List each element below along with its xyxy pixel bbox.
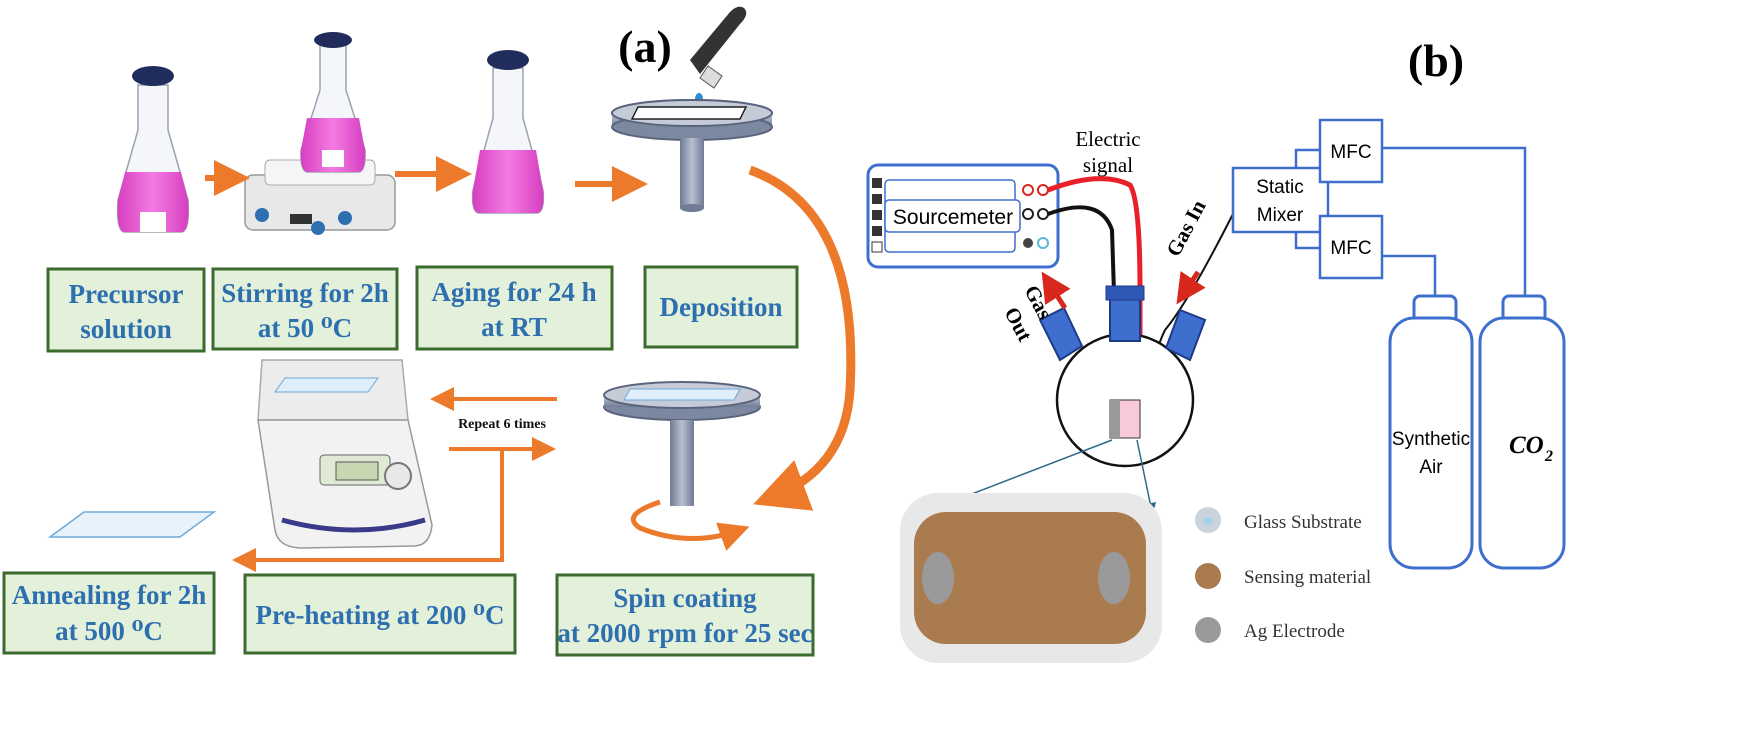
legend-label-glass: Glass Substrate xyxy=(1244,512,1362,533)
svg-text:Aging for 24 h: Aging for 24 h xyxy=(431,277,596,307)
step-precursor: Precursor solution xyxy=(46,267,206,353)
cylinder-synthetic-air: Synthetic Air xyxy=(1388,294,1474,570)
deposition-stage xyxy=(611,99,773,212)
electric-signal-label-1: Electric xyxy=(1075,127,1140,151)
step-preheating: Pre-heating at 200 ⁰C xyxy=(243,573,517,655)
glass-slide xyxy=(47,511,217,538)
legend-label-electrode: Ag Electrode xyxy=(1244,621,1345,642)
svg-text:Air: Air xyxy=(1419,457,1443,478)
dropper xyxy=(690,6,747,105)
svg-text:at 500 ⁰C: at 500 ⁰C xyxy=(55,616,163,646)
svg-text:Annealing for 2h: Annealing for 2h xyxy=(12,580,207,610)
svg-text:2: 2 xyxy=(1544,448,1553,465)
gas-in-label: Gas In xyxy=(1161,196,1211,261)
pipe-mixer-mfc-top xyxy=(1294,148,1320,168)
static-mixer: Static Mixer xyxy=(1231,166,1330,234)
flask-aging xyxy=(471,50,545,214)
svg-text:Stirring for 2h: Stirring for 2h xyxy=(221,278,389,308)
gas-out-arrow xyxy=(1041,271,1071,310)
step-stirring: Stirring for 2h at 50 ⁰C xyxy=(211,267,399,351)
curved-arrow xyxy=(748,165,856,511)
svg-text:CO: CO xyxy=(1509,432,1544,459)
stirring-setup xyxy=(244,32,396,235)
legend-label-sensing: Sensing material xyxy=(1244,567,1371,588)
svg-text:MFC: MFC xyxy=(1330,142,1371,163)
legend-swatch-electrode xyxy=(1195,617,1221,643)
mfc-bottom: MFC xyxy=(1318,214,1384,280)
step-aging: Aging for 24 h at RT xyxy=(415,265,614,351)
test-chamber xyxy=(1038,285,1207,468)
sensor-detail xyxy=(900,493,1162,663)
step-spin-coating: Spin coating at 2000 rpm for 25 sec xyxy=(555,573,815,657)
pipe-co2 xyxy=(1382,146,1527,298)
electric-signal-label-2: signal xyxy=(1083,153,1133,177)
hot-plate xyxy=(257,359,433,549)
pipe-air xyxy=(1382,254,1437,298)
zoom-line-right xyxy=(1136,439,1157,515)
panel-a-label: (a) xyxy=(618,21,672,72)
step-annealing: Annealing for 2h at 500 ⁰C xyxy=(2,571,216,655)
svg-text:at RT: at RT xyxy=(481,312,547,342)
step-deposition: Deposition xyxy=(643,265,799,349)
cylinder-co2: CO 2 xyxy=(1478,294,1566,570)
svg-text:Precursor: Precursor xyxy=(69,279,184,309)
mfc-top: MFC xyxy=(1318,118,1384,184)
svg-text:Mixer: Mixer xyxy=(1257,205,1304,226)
legend: Glass Substrate Sensing material Ag Elec… xyxy=(1195,507,1371,643)
black-wire xyxy=(1047,205,1120,421)
svg-text:at 50 ⁰C: at 50 ⁰C xyxy=(258,313,352,343)
svg-text:Deposition: Deposition xyxy=(659,292,782,322)
svg-text:MFC: MFC xyxy=(1330,238,1371,259)
svg-text:Spin coating: Spin coating xyxy=(613,583,757,613)
panel-b-label: (b) xyxy=(1408,35,1464,86)
sourcemeter-label: Sourcemeter xyxy=(893,206,1013,229)
gas-in-arrow xyxy=(1176,270,1206,305)
svg-text:Synthetic: Synthetic xyxy=(1392,429,1470,450)
arrow-to-annealing xyxy=(232,449,504,572)
svg-text:at 2000 rpm for 25 sec: at 2000 rpm for 25 sec xyxy=(557,618,812,648)
legend-swatch-sensing xyxy=(1195,563,1221,589)
svg-text:Static: Static xyxy=(1256,177,1304,198)
pipe-mixer-mfc-bottom xyxy=(1294,232,1320,250)
svg-text:Pre-heating at 200 ⁰C: Pre-heating at 200 ⁰C xyxy=(255,600,504,630)
spin-coater xyxy=(603,381,761,551)
sourcemeter: Sourcemeter xyxy=(866,163,1060,269)
red-wire xyxy=(1047,176,1143,420)
repeat-label: Repeat 6 times xyxy=(458,417,546,432)
svg-text:solution: solution xyxy=(80,314,172,344)
flask-precursor xyxy=(116,66,190,233)
